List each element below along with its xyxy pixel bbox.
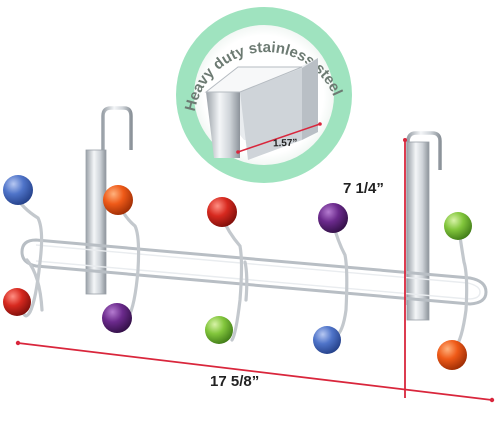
height-measure-line [403,138,407,398]
knob-green-bottom-center [205,316,233,344]
height-label: 7 1/4” [343,180,384,197]
knob-purple-bottom [102,303,132,333]
colored-knobs [3,175,472,370]
hook-rail [20,238,488,306]
right-door-bracket [406,131,442,321]
hooks [14,194,469,350]
knob-green-top-right [444,212,472,240]
knob-orange-top [103,185,133,215]
knob-blue-bottom [313,326,341,354]
width-label: 17 5/8” [210,373,260,390]
width-measure-line [15,340,495,403]
knob-orange-bottom-right [437,340,467,370]
knob-purple-top [318,203,348,233]
knob-red-top-center [207,197,237,227]
knob-red-bottom-left [3,288,31,316]
left-door-bracket [85,106,133,295]
depth-label: 1.57” [272,137,298,150]
depth-measure-line [236,122,322,154]
detail-callout: Heavy duty stainless steel [176,7,352,183]
bracket-closeup [204,58,318,160]
knob-blue-top-left [3,175,33,205]
